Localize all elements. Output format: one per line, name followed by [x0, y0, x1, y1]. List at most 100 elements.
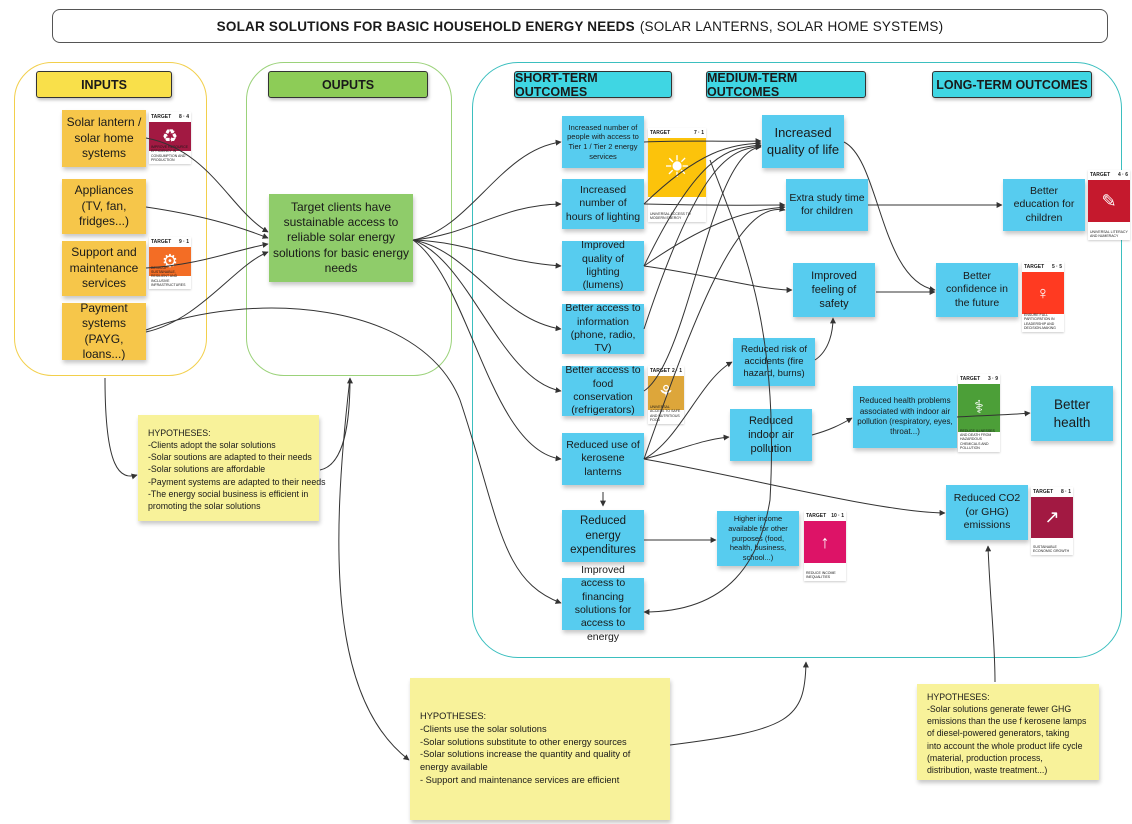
sdg-badge-caption: DEVELOP SUSTAINABLE, RESILIENT AND INCLU… — [151, 266, 186, 287]
arrow — [412, 239, 562, 393]
sdg-badge-target: 10 · 1 — [831, 513, 844, 519]
income-growth-icon: ↑ — [820, 531, 830, 552]
hypothesis-line: -Solar solutions are affordable — [148, 464, 266, 475]
arrow — [412, 201, 562, 241]
hypothesis-line: emissions than the use f kerosene lamps — [927, 716, 1087, 727]
short-term-information-access: Better access to information (phone, rad… — [562, 302, 644, 354]
outputs-header: OUPUTS — [268, 71, 428, 98]
sun-icon: ☀ — [663, 150, 691, 184]
sdg-badge-target: 5 · 5 — [1051, 264, 1062, 270]
sdg-badge-target: 7 · 1 — [693, 130, 704, 136]
arrow — [643, 142, 762, 267]
medium-term-health-problems: Reduced health problems associated with … — [853, 386, 957, 448]
outputs-frame — [246, 62, 452, 376]
short-term-energy-expenditures: Reduced energy expenditures — [562, 510, 644, 562]
arrow — [643, 204, 786, 267]
arrow — [145, 307, 562, 604]
arrow — [643, 361, 733, 460]
medium-term-quality-of-life: Increased quality of life — [762, 115, 844, 168]
sdg-badge-target: 9 · 1 — [178, 239, 189, 245]
medium-term-higher-income: Higher income available for other purpos… — [717, 511, 799, 566]
arrow — [412, 139, 562, 241]
health-hazard-icon: ⚕ — [974, 397, 984, 418]
sdg-badge-target: 8 · 4 — [178, 114, 189, 120]
hypothesis-line: of diesel-powered generators, taking — [927, 728, 1070, 739]
arrow — [643, 434, 730, 460]
arrow — [412, 239, 562, 332]
short-term-hours-lighting: Increased number of hours of lighting — [562, 179, 644, 229]
arrow — [811, 417, 853, 436]
economic-growth-icon: ↗ — [1044, 506, 1060, 527]
sdg-badge-caption: UNIVERSAL LITERACY AND NUMERACY — [1090, 229, 1128, 238]
book-icon: ✎ — [1101, 190, 1117, 211]
long-term-co2: Reduced CO2 (or GHG) emissions — [946, 485, 1028, 540]
hypothesis-line: -The energy social business is efficient… — [148, 488, 309, 499]
diagram-title: SOLAR SOLUTIONS FOR BASIC HOUSEHOLD ENER… — [52, 9, 1108, 43]
hypothesis-line: -Solar solutions generate fewer GHG — [927, 704, 1072, 715]
hypotheses-title: HYPOTHESES: — [420, 711, 487, 721]
hypothesis-line: - Support and maintenance services are e… — [420, 775, 620, 786]
arrow — [412, 239, 562, 462]
sdg-badge-caption: REDUCE INCOME INEQUALITIES — [806, 570, 836, 579]
arrow — [643, 202, 786, 209]
arrow — [814, 317, 836, 361]
medium-term-accidents: Reduced risk of accidents (fire hazard, … — [733, 338, 815, 386]
arrow — [338, 377, 410, 761]
outcomes-frame — [472, 62, 1122, 658]
arrow — [985, 545, 996, 683]
sdg-badge-caption: ENSURE FULL PARTICIPATION IN LEADERSHIP … — [1024, 313, 1056, 330]
arrow — [643, 159, 773, 615]
short-term-header: SHORT-TERM OUTCOMES — [514, 71, 672, 99]
sdg-badge-caption: UNIVERSAL ACCESS TO MODERN ENERGY — [650, 211, 691, 220]
short-term-financing-access: Improved access to financing solutions f… — [562, 564, 644, 643]
arrow — [643, 138, 762, 145]
women-leadership-icon: ♀ — [1036, 282, 1050, 303]
arrow — [669, 661, 809, 746]
input-solar-lantern: Solar lantern / solar home systems — [62, 110, 146, 167]
arrow — [643, 143, 762, 330]
hypotheses-title: HYPOTHESES: — [148, 428, 211, 438]
hypothesis-line: -Solar soutions are adapted to their nee… — [148, 452, 312, 463]
arrow — [643, 205, 786, 460]
arrow — [145, 137, 269, 233]
diagram-title-sub: (SOLAR LANTERNS, SOLAR HOME SYSTEMS) — [639, 18, 944, 34]
hypotheses-title: HYPOTHESES: — [927, 692, 990, 702]
hypothesis-line: distribution, waste treatment...) — [927, 764, 1048, 775]
medium-term-safety: Improved feeling of safety — [793, 263, 875, 317]
sdg-badge-target: 3 · 9 — [987, 376, 998, 382]
input-appliances: Appliances (TV, fan, fridges...) — [62, 179, 146, 234]
arrow — [643, 265, 793, 293]
arrow — [956, 410, 1031, 418]
sdg-badge-target: 8 · 1 — [1060, 489, 1071, 495]
arrow — [145, 251, 269, 333]
recycle-icon: ♻ — [161, 126, 179, 147]
long-term-health: Better health — [1031, 386, 1113, 441]
hypothesis-line: -Solar solutions substitute to other ene… — [420, 736, 627, 747]
hypothesis-line: promoting the solar solutions — [148, 500, 261, 511]
sdg-badge-caption: IMPROVE RESOURCE EFFICIENCY IN CONSUMPTI… — [151, 145, 188, 162]
arrow — [145, 242, 269, 269]
sdg-badge-caption: REDUCE ILLNESSES AND DEATH FROM HAZARDOU… — [960, 429, 995, 450]
hypotheses-outputs-outcomes: HYPOTHESES: -Clients use the solar solut… — [410, 678, 670, 820]
input-payment-systems: Payment systems (PAYG, loans...) — [62, 301, 146, 361]
arrow — [104, 377, 138, 480]
medium-term-header: MEDIUM-TERM OUTCOMES — [706, 71, 866, 99]
short-term-kerosene-reduction: Reduced use of kerosene lanterns — [562, 433, 644, 485]
input-support-maintenance: Support and maintenance services — [62, 241, 146, 296]
arrow — [843, 141, 936, 292]
hypothesis-line: -Solar solutions increase the quantity a… — [420, 749, 631, 760]
long-term-education: Better education for children — [1003, 179, 1085, 231]
sdg-badge-caption: SUSTAINABLE ECONOMIC GROWTH — [1033, 544, 1070, 553]
medium-term-study-time: Extra study time for children — [786, 179, 868, 231]
sdg-badge-caption: UNIVERSAL ACCESS TO SAFE AND NUTRITIOUS … — [650, 405, 681, 422]
inputs-header: INPUTS — [36, 71, 172, 98]
hypothesis-line: -Clients adopt the solar solutions — [148, 440, 276, 451]
arrow — [145, 206, 269, 239]
hypothesis-line: -Payment systems are adapted to their ne… — [148, 476, 326, 487]
